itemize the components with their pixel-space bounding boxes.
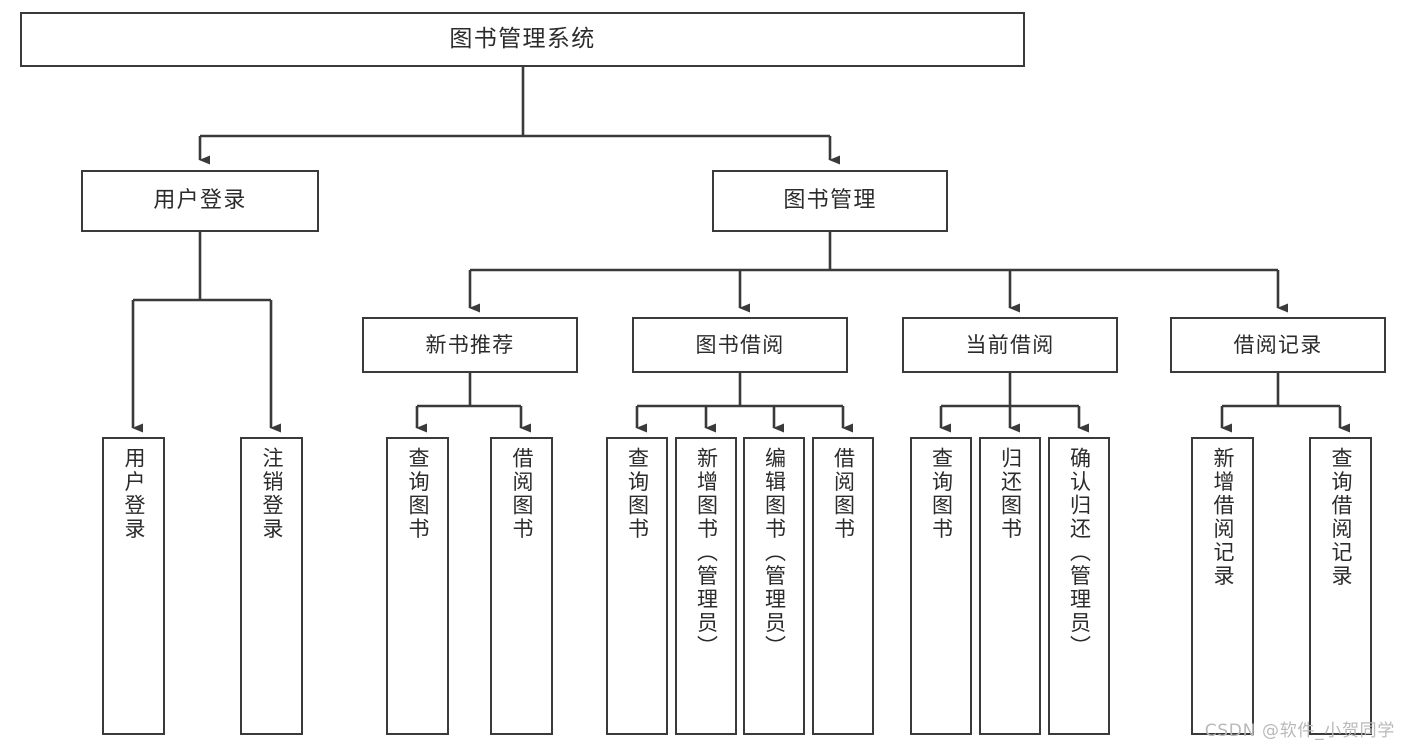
node-label: 确认归还（管理员）: [1067, 447, 1092, 659]
node-label: 查询图书: [406, 447, 430, 542]
node-label: 当前借阅: [965, 332, 1055, 357]
node-label: 编辑图书（管理员）: [762, 447, 787, 659]
node-current-borrowing[interactable]: 当前借阅: [902, 317, 1118, 373]
node-label: 查询图书: [625, 447, 650, 542]
leaf-record-query-borrow-record[interactable]: 查询借阅记录: [1309, 437, 1372, 735]
leaf-current-query-books[interactable]: 查询图书: [910, 437, 972, 735]
node-label: 借阅记录: [1233, 332, 1323, 357]
leaf-new-book-borrow-books[interactable]: 借阅图书: [490, 437, 553, 735]
leaf-user-login-sign-out[interactable]: 注销登录: [240, 437, 303, 735]
node-book-borrowing[interactable]: 图书借阅: [632, 317, 848, 373]
node-label: 查询图书: [929, 447, 954, 542]
node-book-management[interactable]: 图书管理: [712, 170, 948, 232]
leaf-borrow-add-book-admin[interactable]: 新增图书（管理员）: [675, 437, 737, 735]
leaf-user-login-sign-in[interactable]: 用户登录: [102, 437, 165, 735]
node-label: 借阅图书: [510, 447, 534, 542]
node-new-book-recommendation[interactable]: 新书推荐: [362, 317, 578, 373]
node-label: 查询借阅记录: [1329, 447, 1353, 589]
node-label: 用户登录: [122, 447, 146, 542]
node-label: 图书借阅: [695, 332, 785, 357]
leaf-borrow-borrow-books[interactable]: 借阅图书: [812, 437, 874, 735]
leaf-record-add-borrow-record[interactable]: 新增借阅记录: [1191, 437, 1254, 735]
leaf-borrow-edit-book-admin[interactable]: 编辑图书（管理员）: [743, 437, 805, 735]
node-user-login[interactable]: 用户登录: [81, 170, 319, 232]
leaf-new-book-query-books[interactable]: 查询图书: [386, 437, 449, 735]
node-label: 新增图书（管理员）: [694, 447, 719, 659]
node-borrowing-record[interactable]: 借阅记录: [1170, 317, 1386, 373]
leaf-borrow-query-books[interactable]: 查询图书: [606, 437, 668, 735]
leaf-current-confirm-return-admin[interactable]: 确认归还（管理员）: [1048, 437, 1110, 735]
node-label: 新书推荐: [425, 332, 515, 357]
node-label: 图书管理系统: [449, 25, 596, 52]
node-label: 用户登录: [153, 188, 247, 214]
node-label: 注销登录: [260, 447, 284, 542]
node-label: 图书管理: [783, 188, 877, 214]
watermark-text: CSDN @软件_小贺同学: [1204, 721, 1395, 741]
node-label: 借阅图书: [831, 447, 856, 542]
node-root-book-management-system[interactable]: 图书管理系统: [20, 12, 1025, 67]
leaf-current-return-books[interactable]: 归还图书: [979, 437, 1041, 735]
node-label: 归还图书: [998, 447, 1023, 542]
node-label: 新增借阅记录: [1211, 447, 1235, 589]
